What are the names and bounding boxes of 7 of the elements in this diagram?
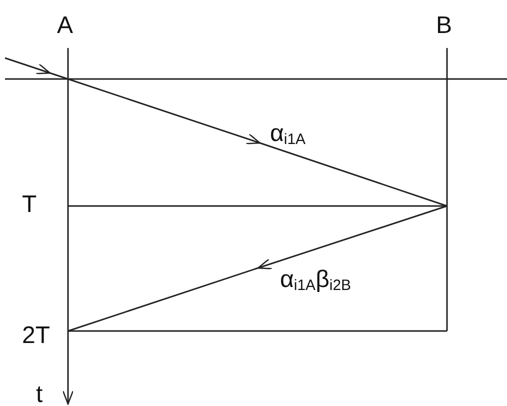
time-label: 2T — [22, 324, 50, 348]
wave-label: α$_{i1A}$β$_{i2B}$ — [280, 268, 352, 293]
wave-label: α$_{i1A}$ — [270, 122, 306, 147]
axis-label: t — [36, 383, 43, 406]
point-label: A — [57, 14, 74, 38]
point-label: B — [436, 14, 452, 38]
time-label: T — [22, 193, 37, 217]
